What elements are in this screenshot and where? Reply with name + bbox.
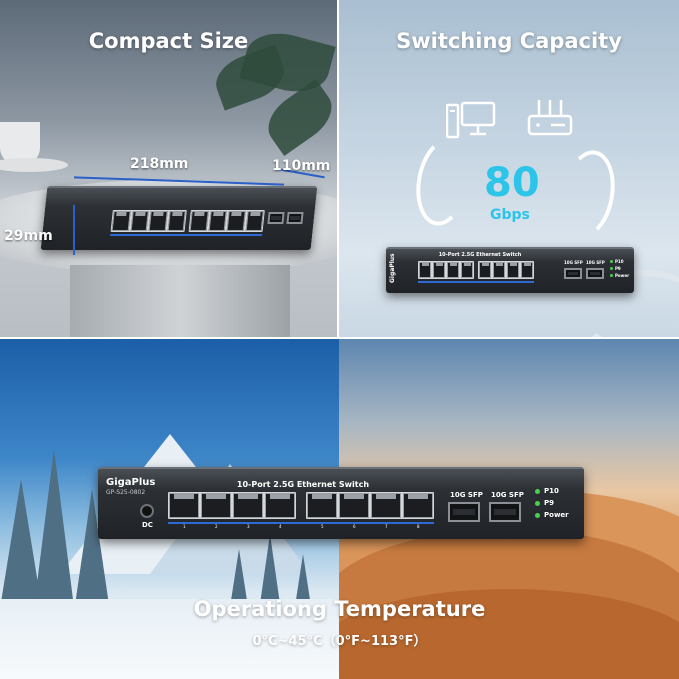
ethernet-port bbox=[371, 493, 401, 518]
port-led-strip bbox=[168, 522, 434, 524]
status-led bbox=[610, 260, 613, 263]
port-number: 3 bbox=[247, 524, 250, 529]
ethernet-port bbox=[403, 493, 433, 518]
sfp-port bbox=[489, 502, 521, 522]
table-leg bbox=[70, 265, 290, 337]
ethernet-port bbox=[208, 211, 227, 231]
ethernet-port bbox=[461, 262, 473, 278]
status-led bbox=[610, 267, 613, 270]
switching-capacity-title: Switching Capacity bbox=[396, 29, 622, 53]
sfp-port bbox=[448, 502, 480, 522]
switch-device-medium: GigaPlus 10-Port 2.5G Ethernet Switch 10… bbox=[386, 247, 634, 293]
port-number: 7 bbox=[385, 524, 388, 529]
ethernet-port bbox=[265, 493, 295, 518]
port-number: 6 bbox=[353, 524, 356, 529]
status-label-p9: P9 bbox=[615, 266, 621, 271]
sfp-port bbox=[267, 212, 285, 224]
port-number: 8 bbox=[417, 524, 420, 529]
temperature-title: Operationg Temperature bbox=[193, 597, 486, 621]
brand-logo: GigaPlus bbox=[106, 477, 156, 488]
ethernet-port bbox=[447, 262, 459, 278]
sfp-port bbox=[586, 268, 604, 279]
ethernet-port bbox=[521, 262, 533, 278]
width-label: 218mm bbox=[130, 156, 189, 172]
sfp-port bbox=[286, 212, 304, 224]
port-group bbox=[418, 261, 474, 279]
status-led bbox=[535, 501, 540, 506]
height-dimension-line bbox=[73, 205, 75, 255]
saucer bbox=[0, 158, 68, 172]
coffee-cup bbox=[0, 122, 40, 164]
port-group bbox=[188, 210, 265, 232]
capacity-unit: Gbps bbox=[490, 207, 530, 223]
ethernet-port bbox=[169, 493, 199, 518]
computer-icon bbox=[445, 101, 496, 149]
brand-logo: GigaPlus bbox=[389, 253, 396, 283]
capacity-value: 80 bbox=[484, 160, 540, 206]
snow-ground bbox=[0, 599, 339, 679]
status-label-power: Power bbox=[615, 273, 630, 278]
switch-title: 10-Port 2.5G Ethernet Switch bbox=[438, 252, 522, 258]
port-group-1-4 bbox=[168, 492, 296, 519]
sfp1-label: 10G SFP bbox=[450, 491, 483, 499]
ethernet-port bbox=[148, 211, 168, 231]
compact-size-title: Compact Size bbox=[88, 29, 249, 53]
ethernet-port bbox=[233, 493, 263, 518]
sfp2-label: 10G SFP bbox=[586, 260, 605, 265]
ethernet-port bbox=[189, 211, 209, 231]
ethernet-port bbox=[307, 493, 337, 518]
ethernet-port bbox=[433, 262, 445, 278]
sfp2-label: 10G SFP bbox=[491, 491, 524, 499]
switch-title: 10-Port 2.5G Ethernet Switch bbox=[236, 480, 370, 489]
ethernet-port bbox=[130, 211, 149, 231]
ethernet-port bbox=[167, 211, 186, 231]
port-group-5-8 bbox=[306, 492, 434, 519]
sfp-port bbox=[564, 268, 582, 279]
status-label-p9: P9 bbox=[544, 499, 555, 507]
router-icon bbox=[527, 98, 573, 142]
ethernet-port bbox=[245, 211, 264, 231]
sfp1-label: 10G SFP bbox=[564, 260, 583, 265]
ethernet-port bbox=[493, 262, 505, 278]
temperature-range: 0°C~45°C（0°F~113°F） bbox=[252, 634, 427, 649]
ethernet-port bbox=[419, 262, 431, 278]
height-label: 29mm bbox=[4, 228, 53, 244]
status-label-power: Power bbox=[544, 511, 569, 519]
port-number: 4 bbox=[279, 524, 282, 529]
depth-label: 110mm bbox=[272, 158, 331, 174]
sand-dune bbox=[339, 589, 679, 679]
dc-power-jack bbox=[140, 504, 154, 518]
ethernet-port bbox=[479, 262, 491, 278]
port-group bbox=[110, 210, 187, 232]
ethernet-port bbox=[507, 262, 519, 278]
status-label-p10: P10 bbox=[615, 259, 624, 264]
port-group bbox=[478, 261, 534, 279]
port-number: 1 bbox=[183, 524, 186, 529]
ethernet-port bbox=[226, 211, 246, 231]
model-number: GP-S25-0802 bbox=[106, 489, 146, 496]
port-led-strip bbox=[418, 281, 534, 283]
port-led-strip bbox=[110, 234, 263, 236]
ethernet-port bbox=[111, 211, 131, 231]
ethernet-port bbox=[339, 493, 369, 518]
status-led bbox=[535, 489, 540, 494]
status-led bbox=[610, 274, 613, 277]
dc-label: DC bbox=[142, 521, 153, 529]
status-led bbox=[535, 513, 540, 518]
ethernet-port bbox=[201, 493, 231, 518]
status-label-p10: P10 bbox=[544, 487, 559, 495]
switch-device-large: GigaPlus GP-S25-0802 DC 10-Port 2.5G Eth… bbox=[98, 467, 584, 539]
port-number: 5 bbox=[321, 524, 324, 529]
port-number: 2 bbox=[215, 524, 218, 529]
switch-device-small bbox=[40, 186, 318, 250]
